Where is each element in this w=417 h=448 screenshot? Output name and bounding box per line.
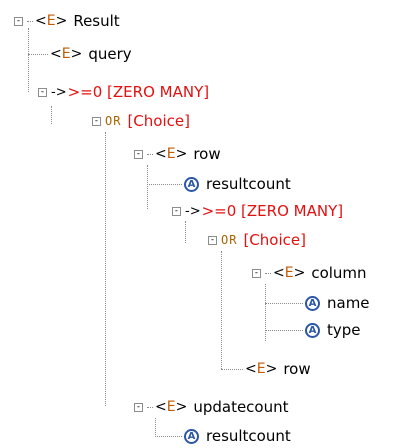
collapse-toggle-icon[interactable]: - — [134, 401, 143, 412]
node-label: resultcount — [206, 175, 291, 193]
element-icon: <E> — [155, 399, 188, 415]
tree-node-column[interactable]: - <E> column — [252, 262, 367, 284]
element-icon: <E> — [50, 46, 83, 62]
tree-node-choice[interactable]: - OR [Choice] — [92, 110, 190, 132]
tree-connector — [265, 272, 271, 274]
tree-guide-line — [221, 251, 222, 369]
attribute-icon: A — [305, 322, 320, 338]
element-icon: <E> — [273, 265, 306, 281]
element-icon: <E> — [35, 13, 68, 29]
choice-or-icon: OR — [221, 233, 238, 247]
tree-connector — [27, 20, 33, 22]
tree-guide-line — [51, 106, 52, 124]
tree-guide-line — [185, 221, 186, 243]
tree-connector — [265, 302, 303, 304]
collapse-toggle-icon[interactable]: - — [14, 15, 23, 26]
tree-guide-line — [147, 165, 148, 209]
collapse-toggle-icon[interactable]: - — [172, 205, 181, 216]
tree-node-result[interactable]: - <E> Result — [14, 10, 120, 32]
node-label: [Choice] — [243, 231, 306, 249]
tree-node-resultcount[interactable]: A resultcount — [147, 173, 291, 195]
node-label: name — [327, 294, 370, 312]
collapse-toggle-icon[interactable]: - — [134, 148, 143, 159]
attribute-icon: A — [305, 295, 320, 311]
tree-guide-line — [265, 284, 266, 341]
node-label: [Choice] — [127, 112, 190, 130]
tree-node-row[interactable]: - <E> row — [134, 143, 221, 165]
tree-node-zero-many-nested[interactable]: - -> >=0 [ZERO MANY] — [172, 200, 343, 222]
choice-or-icon: OR — [105, 114, 122, 128]
tree-connector — [147, 183, 182, 185]
tree-connector — [265, 329, 303, 331]
tree-connector — [28, 53, 48, 55]
node-label: Result — [73, 12, 120, 30]
tree-connector — [147, 153, 153, 155]
node-label: row — [283, 360, 311, 378]
node-label: row — [193, 145, 221, 163]
cardinality-arrow-icon: -> — [51, 84, 67, 100]
tree-guide-line — [28, 28, 29, 92]
attribute-icon: A — [184, 176, 199, 192]
cardinality-arrow-icon: -> — [185, 203, 201, 219]
tree-node-choice-nested[interactable]: - OR [Choice] — [208, 229, 306, 251]
collapse-toggle-icon[interactable]: - — [208, 234, 217, 245]
attribute-icon: A — [184, 428, 199, 444]
node-label: column — [311, 264, 367, 282]
node-label: updatecount — [193, 398, 289, 416]
collapse-toggle-icon[interactable]: - — [38, 86, 47, 97]
tree-connector — [155, 435, 182, 437]
node-label: query — [88, 45, 132, 63]
tree-guide-line — [155, 418, 156, 437]
tree-guide-line — [105, 132, 106, 406]
tree-node-name[interactable]: A name — [265, 292, 370, 314]
node-label: type — [327, 321, 361, 339]
tree-node-query[interactable]: <E> query — [28, 43, 132, 65]
tree-connector — [147, 406, 153, 408]
collapse-toggle-icon[interactable]: - — [252, 267, 261, 278]
tree-node-updatecount[interactable]: - <E> updatecount — [134, 396, 289, 418]
tree-node-type[interactable]: A type — [265, 319, 361, 341]
node-label: resultcount — [206, 427, 291, 445]
collapse-toggle-icon[interactable]: - — [92, 115, 101, 126]
element-icon: <E> — [245, 361, 278, 377]
tree-node-resultcount-2[interactable]: A resultcount — [155, 425, 291, 447]
tree-node-row-ref[interactable]: <E> row — [221, 358, 311, 380]
tree-connector — [221, 368, 243, 370]
tree-node-zero-many[interactable]: - -> >=0 [ZERO MANY] — [38, 81, 209, 103]
node-label: >=0 [ZERO MANY] — [67, 83, 210, 101]
node-label: >=0 [ZERO MANY] — [201, 202, 344, 220]
element-icon: <E> — [155, 146, 188, 162]
